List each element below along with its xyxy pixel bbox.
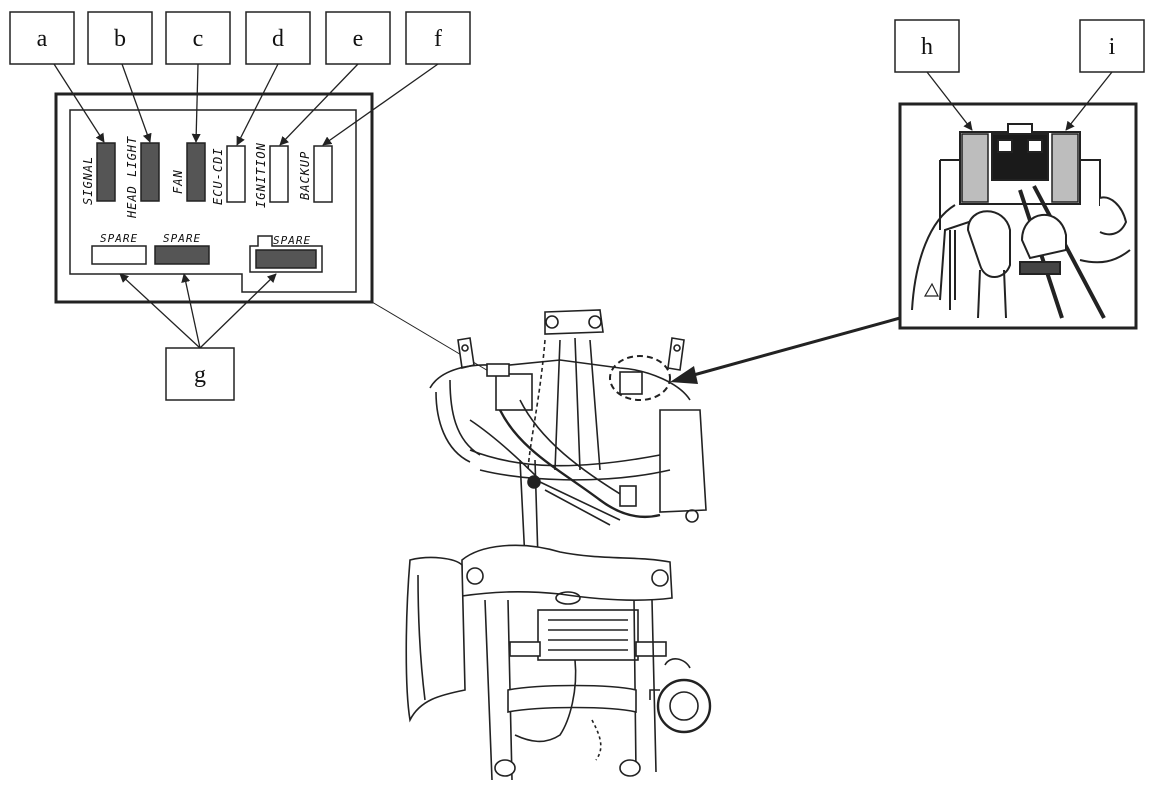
callout-d-label: d xyxy=(272,26,284,52)
fuse-head-light-label: HEAD LIGHT xyxy=(125,136,139,219)
fuse-backup xyxy=(313,145,333,203)
callout-f: f xyxy=(405,11,471,65)
callout-d: d xyxy=(245,11,311,65)
fuse-fan-label: FAN xyxy=(171,169,185,194)
fuse-callout-arrows xyxy=(53,63,439,349)
fuse-fan xyxy=(186,142,206,202)
fuse-ignition-label: IGNITION xyxy=(254,142,268,208)
callout-i-label: i xyxy=(1109,34,1116,60)
callout-a: a xyxy=(9,11,75,65)
fuse-ecu-cdi-label: ECU-CDI xyxy=(211,147,225,205)
callout-h-label: h xyxy=(921,34,933,60)
detail-pointer-arrow xyxy=(670,316,901,384)
callout-c-label: c xyxy=(193,26,204,52)
callout-b: b xyxy=(87,11,153,65)
fuse-ecu-cdi xyxy=(226,145,246,203)
spare-fuse-2-label: SPARE xyxy=(163,232,201,245)
callout-b-label: b xyxy=(114,26,126,52)
fuse-ignition xyxy=(269,145,289,203)
motorcycle-frame-drawing xyxy=(405,309,712,781)
connector-callout-arrows xyxy=(926,71,1113,131)
callout-h: h xyxy=(894,19,960,73)
callout-f-label: f xyxy=(434,26,442,52)
spare-fuse-2 xyxy=(154,245,210,265)
fuse-head-light xyxy=(140,142,160,202)
callout-i: i xyxy=(1079,19,1145,73)
spare-fuse-3 xyxy=(255,249,317,269)
spare-fuse-1 xyxy=(91,245,147,265)
spare-fuse-3-label: SPARE xyxy=(273,234,311,247)
connector-detail-panel xyxy=(898,102,1138,330)
callout-e: e xyxy=(325,11,391,65)
callout-g: g xyxy=(165,347,235,401)
callout-c: c xyxy=(165,11,231,65)
spare-fuse-1-label: SPARE xyxy=(100,232,138,245)
callout-e-label: e xyxy=(353,26,364,52)
fuse-signal xyxy=(96,142,116,202)
callout-a-label: a xyxy=(37,26,48,52)
fuse-box-panel: SIGNAL HEAD LIGHT FAN ECU-CDI IGNITION B… xyxy=(54,92,374,304)
callout-g-label: g xyxy=(194,362,206,388)
fuse-backup-label: BACKUP xyxy=(298,151,312,200)
fuse-signal-label: SIGNAL xyxy=(81,156,95,205)
